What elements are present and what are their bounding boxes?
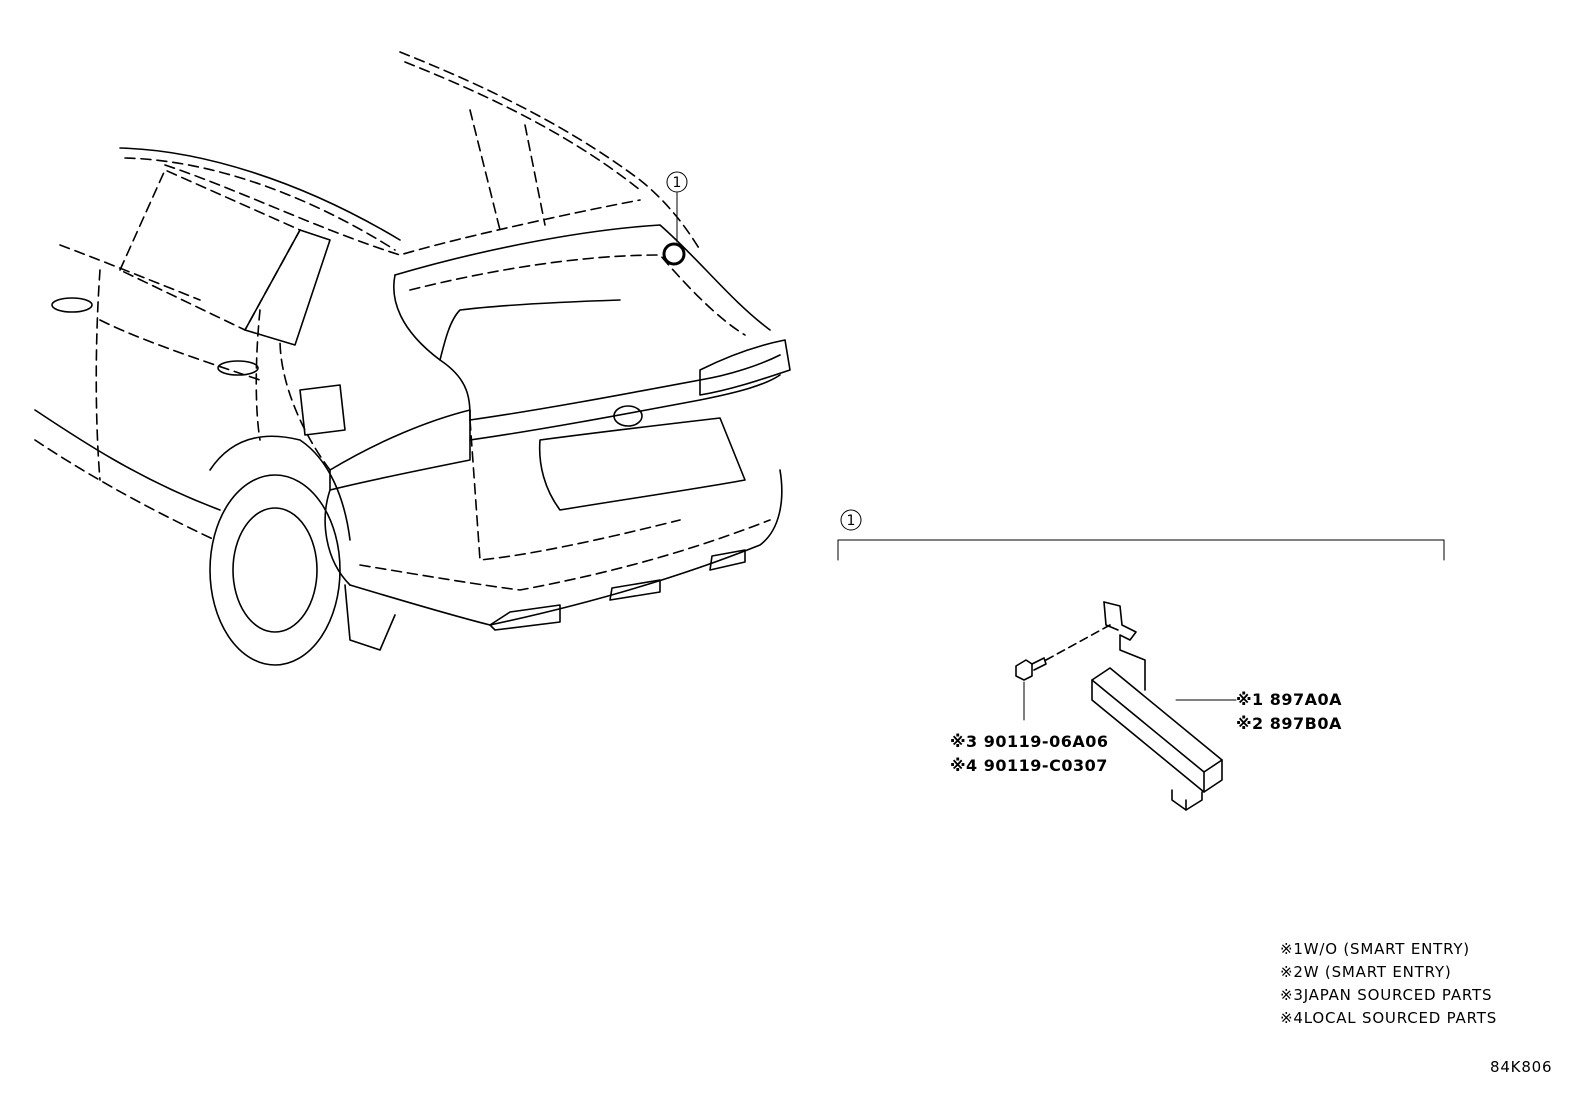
legend-mark: ※1 (1280, 940, 1304, 958)
callout-number-bracket: 1 (847, 513, 856, 529)
control-module (1091, 601, 1237, 811)
legend-mark: ※4 (1280, 1009, 1304, 1027)
legend-item-3: ※3JAPAN SOURCED PARTS (1280, 986, 1492, 1004)
part-number[interactable]: 897A0A (1269, 690, 1343, 709)
callout-number-vehicle: 1 (673, 175, 682, 191)
legend-item-4: ※4LOCAL SOURCED PARTS (1280, 1009, 1497, 1027)
location-marker (662, 171, 688, 266)
part-number[interactable]: 90119-C0307 (983, 756, 1108, 775)
legend-text: W/O (SMART ENTRY) (1303, 940, 1470, 958)
part-number[interactable]: 897B0A (1269, 714, 1342, 733)
part-number[interactable]: 90119-06A06 (983, 732, 1109, 751)
legend-item-1: ※1W/O (SMART ENTRY) (1280, 940, 1470, 958)
legend-mark: ※3 (1280, 986, 1304, 1004)
assembly-bracket (837, 509, 1445, 561)
part-label-module-1: ※1 897A0A (1236, 690, 1342, 709)
legend-text: JAPAN SOURCED PARTS (1303, 986, 1493, 1004)
note-mark: ※1 (1236, 690, 1264, 709)
note-mark: ※2 (1236, 714, 1264, 733)
bolt (1015, 624, 1111, 721)
part-label-bolt-4: ※4 90119-C0307 (950, 756, 1108, 775)
legend-mark: ※2 (1280, 963, 1304, 981)
note-mark: ※3 (950, 732, 978, 751)
legend-text: W (SMART ENTRY) (1303, 963, 1452, 981)
part-label-bolt-3: ※3 90119-06A06 (950, 732, 1108, 751)
legend-item-2: ※2W (SMART ENTRY) (1280, 963, 1452, 981)
part-label-module-2: ※2 897B0A (1236, 714, 1342, 733)
vehicle-outline (34, 51, 791, 666)
legend-text: LOCAL SOURCED PARTS (1303, 1009, 1498, 1027)
note-mark: ※4 (950, 756, 978, 775)
diagram-id: 84K806 (1490, 1058, 1553, 1076)
